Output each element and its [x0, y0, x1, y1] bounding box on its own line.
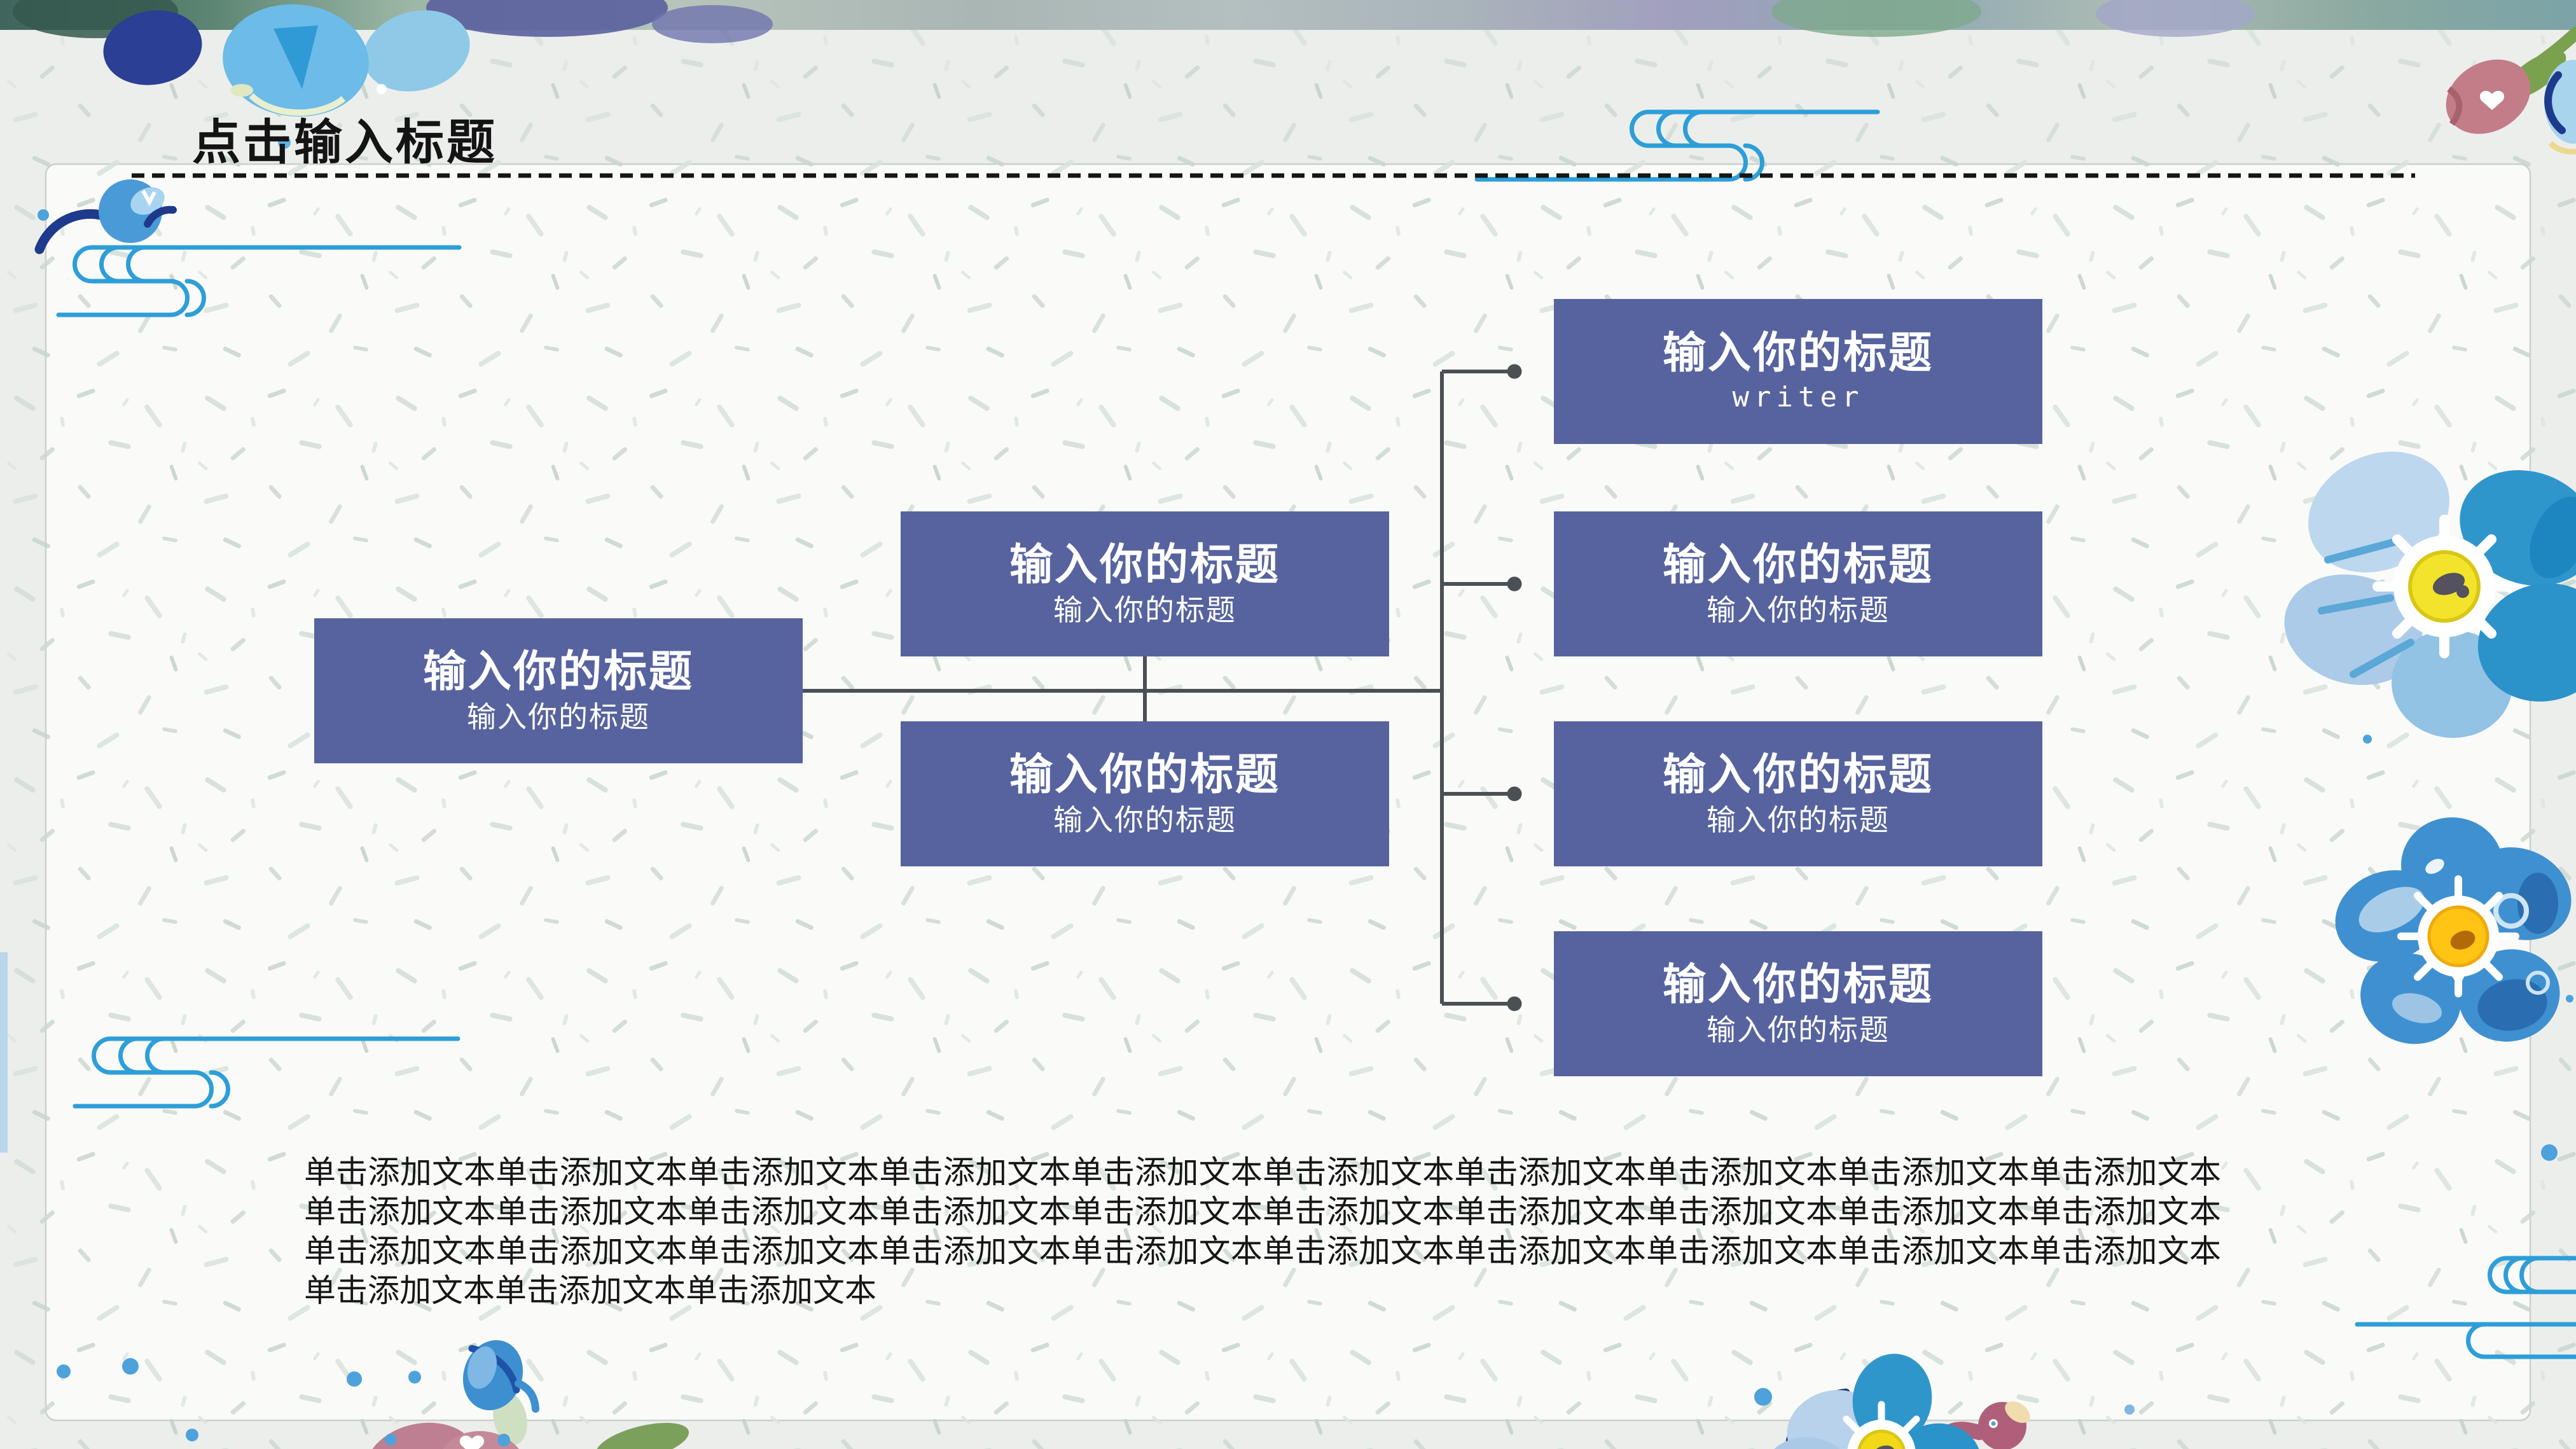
node-subtitle: writer [1732, 381, 1864, 413]
diagram-node-right-2[interactable]: 输入你的标题 输入你的标题 [1554, 511, 2042, 656]
node-title: 输入你的标题 [1009, 751, 1280, 799]
body-text-placeholder[interactable]: 单击添加文本单击添加文本单击添加文本单击添加文本单击添加文本单击添加文本单击添加… [304, 1154, 2221, 1308]
node-title: 输入你的标题 [1662, 329, 1934, 377]
diagram-node-right-1[interactable]: 输入你的标题 writer [1554, 299, 2042, 444]
cloud-motif-left-upper [56, 245, 462, 317]
connector-dot [1507, 576, 1522, 592]
node-subtitle: 输入你的标题 [1707, 1013, 1890, 1046]
left-edge-strip [0, 952, 8, 1153]
accent-dots [38, 136, 2573, 1446]
node-subtitle: 输入你的标题 [1707, 803, 1890, 836]
connector-lines [803, 370, 1509, 1006]
connector-dot [1507, 996, 1522, 1011]
page-title[interactable]: 点击输入标题 [192, 116, 497, 170]
node-title: 输入你的标题 [422, 648, 694, 696]
connector-dot [1507, 364, 1522, 379]
node-title: 输入你的标题 [1662, 960, 1934, 1009]
cloud-motif-bottom-right [2355, 1256, 2576, 1359]
node-subtitle: 输入你的标题 [1707, 593, 1890, 627]
connector-dot [1507, 786, 1522, 801]
diagram-node-root[interactable]: 输入你的标题 输入你的标题 [314, 618, 803, 763]
right-lower-flower [2335, 817, 2572, 1044]
node-title: 输入你的标题 [1009, 541, 1280, 589]
diagram-node-middle-1[interactable]: 输入你的标题 输入你的标题 [901, 511, 1389, 656]
node-title: 输入你的标题 [1662, 751, 1934, 799]
cloud-motif-top-center [1474, 109, 1880, 182]
cloud-motif-left-lower [73, 1036, 460, 1109]
right-large-flower [2284, 452, 2576, 738]
left-small-flower [34, 179, 177, 254]
node-subtitle: 输入你的标题 [1053, 803, 1236, 836]
diagram-node-middle-2[interactable]: 输入你的标题 输入你的标题 [901, 721, 1389, 866]
diagram-node-right-3[interactable]: 输入你的标题 输入你的标题 [1554, 721, 2042, 866]
diagram-node-right-4[interactable]: 输入你的标题 输入你的标题 [1554, 931, 2042, 1076]
node-subtitle: 输入你的标题 [467, 700, 650, 733]
bottom-center-flower [1765, 1354, 2030, 1449]
node-subtitle: 输入你的标题 [1053, 593, 1236, 627]
node-title: 输入你的标题 [1662, 541, 1934, 589]
top-right-flower [2446, 27, 2576, 155]
top-left-flower [103, 4, 470, 117]
connector-dots [1507, 364, 1522, 1011]
